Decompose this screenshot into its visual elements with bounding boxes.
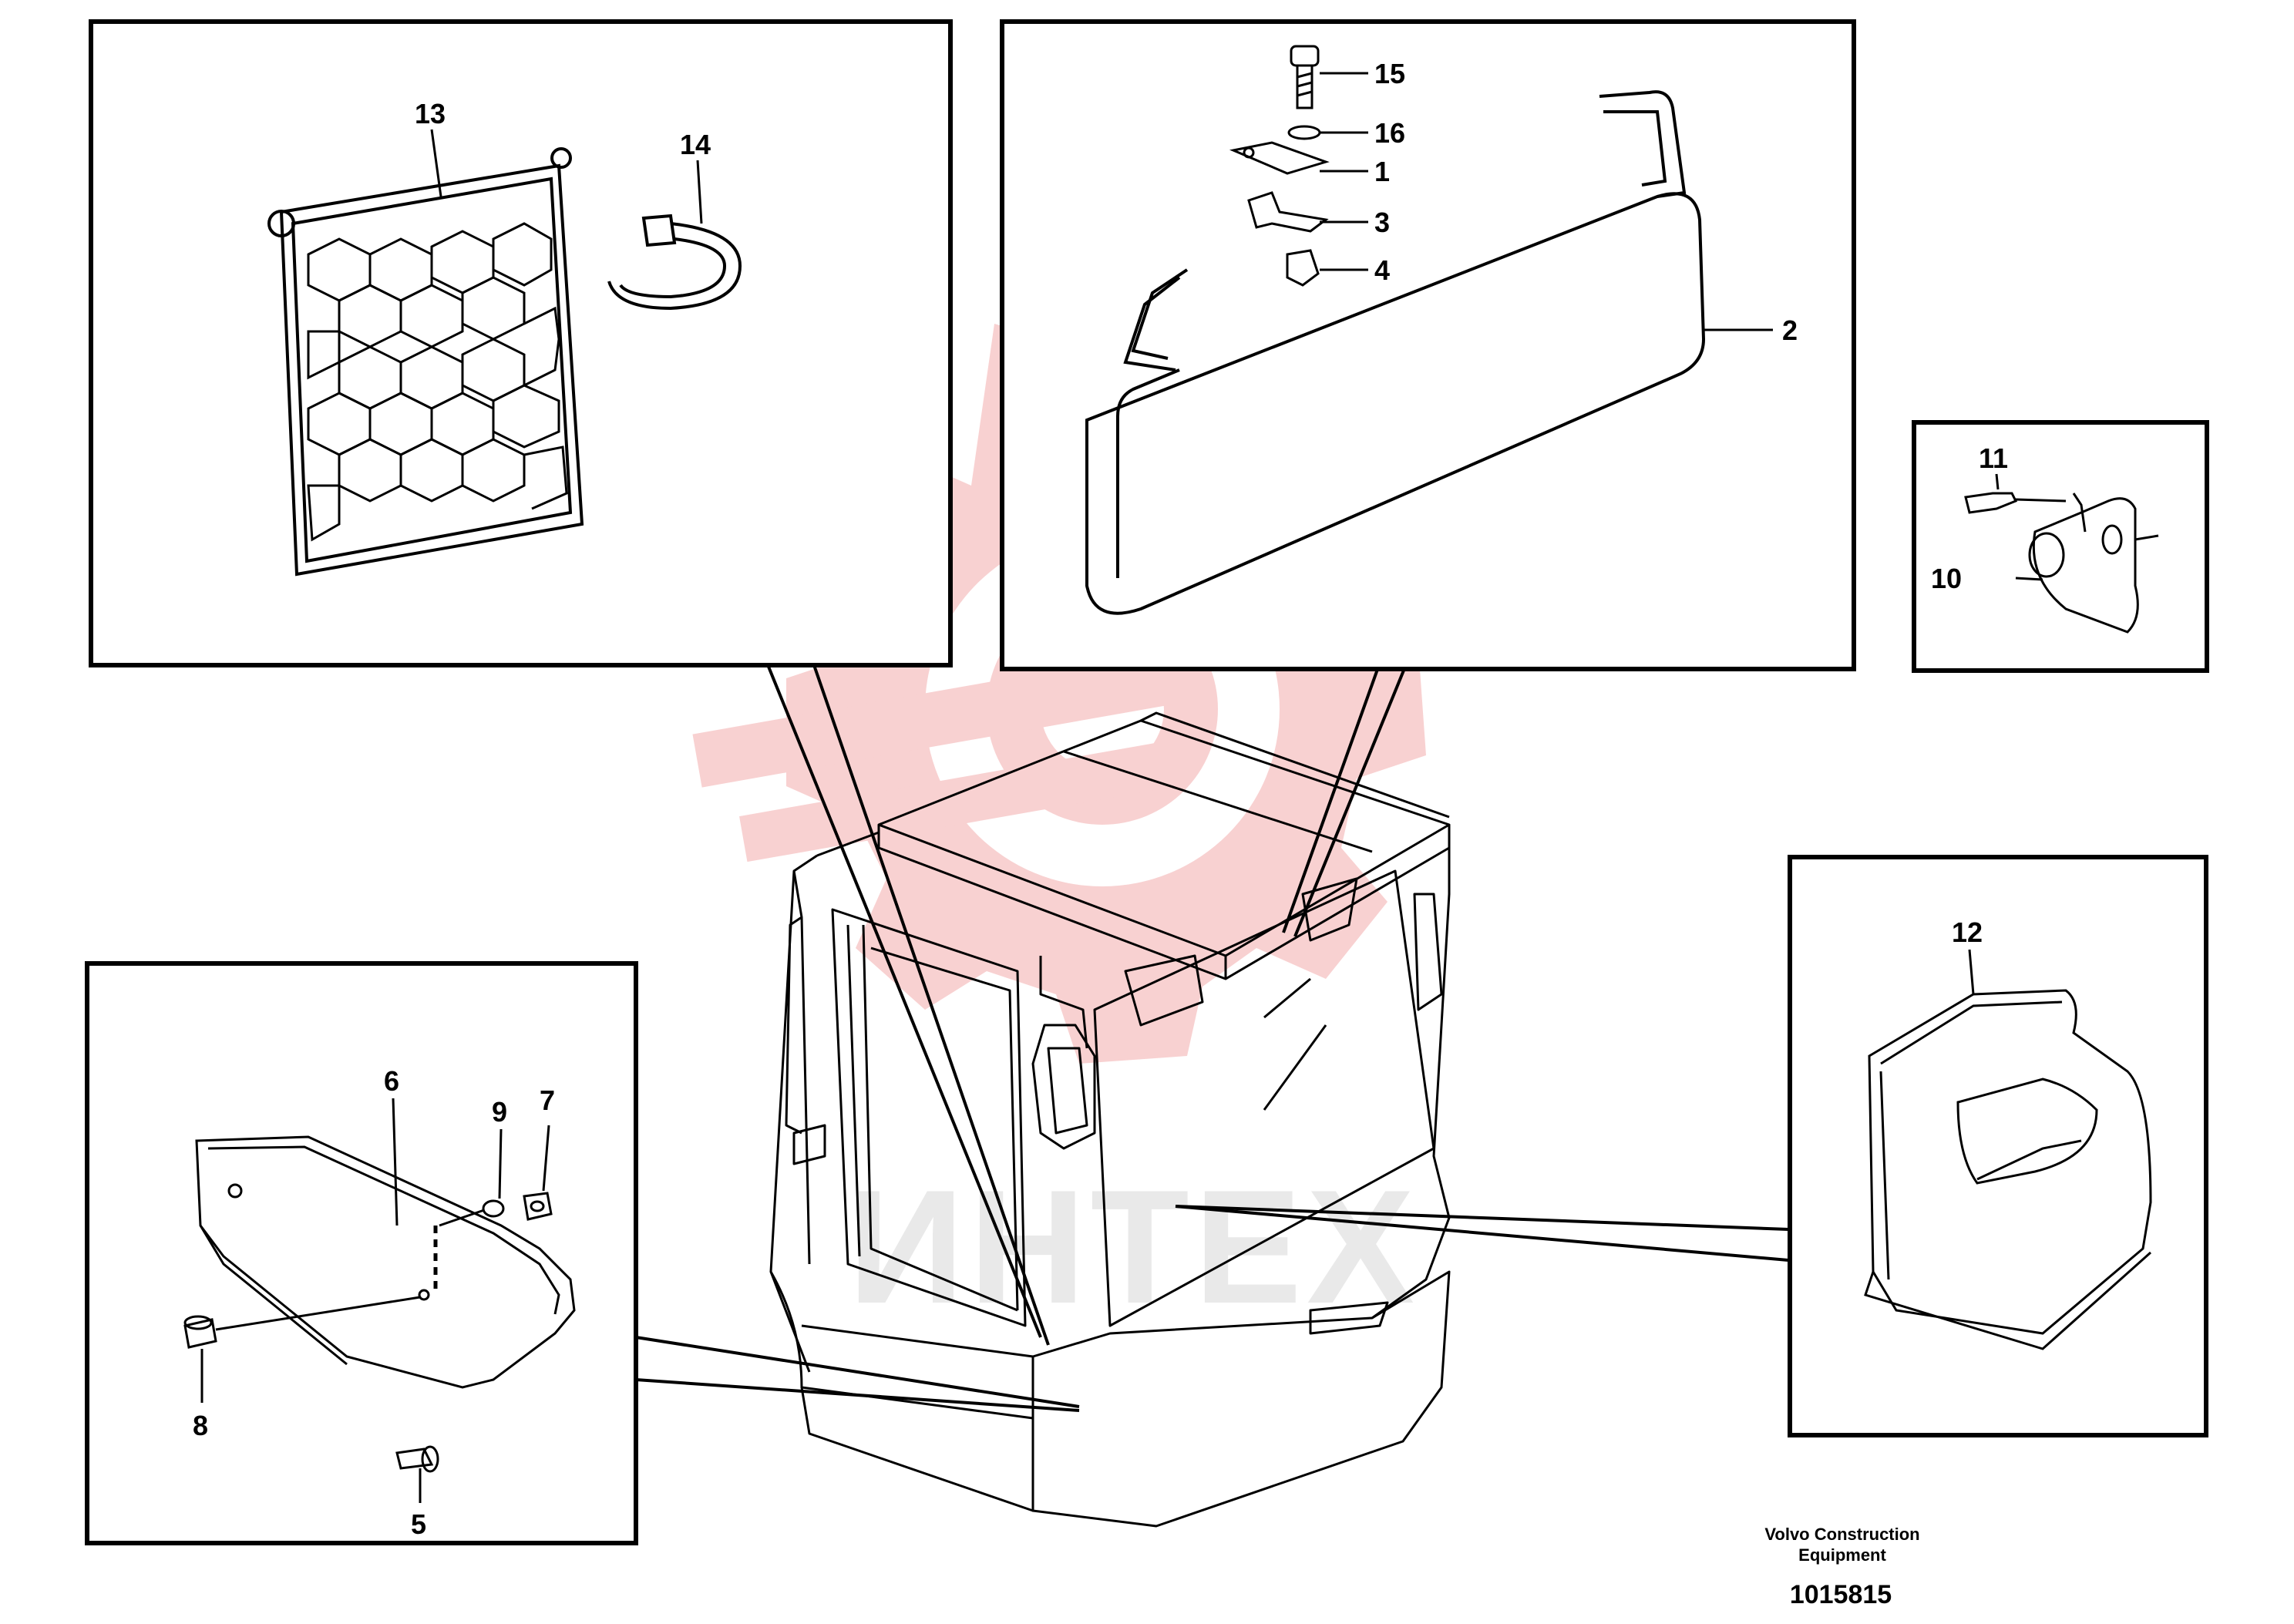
sun-visor-drawing [1085, 90, 1706, 615]
storage-net-drawing [267, 147, 584, 577]
callout-2: 2 [1782, 314, 1798, 346]
storage-tray-drawing [183, 1135, 576, 1473]
callout-13: 13 [415, 98, 446, 129]
callout-9: 9 [492, 1096, 507, 1128]
fastener-stack-drawing [1229, 45, 1330, 287]
callout-11: 11 [1979, 442, 2008, 474]
callout-10: 10 [1931, 563, 1962, 594]
callout-7: 7 [540, 1084, 555, 1116]
callout-1: 1 [1374, 156, 1390, 187]
leader-lines [635, 662, 1789, 1412]
callout-8: 8 [193, 1410, 208, 1441]
box-coat-hook: 11 10 [1912, 420, 2209, 673]
footer: Volvo Construction Equipment 1015815 [1764, 1525, 1919, 1609]
box-storage-tray: 6 9 7 8 5 [85, 961, 638, 1545]
callout-3: 3 [1374, 207, 1390, 238]
callout-5: 5 [411, 1508, 426, 1540]
callout-16: 16 [1374, 117, 1405, 149]
company-line-1: Volvo Construction [1764, 1525, 1919, 1544]
callout-6: 6 [384, 1065, 399, 1097]
callout-14: 14 [680, 129, 711, 160]
cab-illustration [769, 711, 1451, 1528]
cable-tie-drawing [607, 214, 742, 311]
callout-12: 12 [1952, 916, 1983, 948]
box-sun-visor: 15 16 1 3 4 2 [1000, 19, 1856, 671]
document-number: 1015815 [1790, 1580, 1892, 1609]
watermark-text: ИНТЕХ [848, 1156, 1419, 1337]
box-storage-compartment: 12 [1788, 855, 2208, 1437]
callout-4: 4 [1374, 254, 1390, 286]
callout-15: 15 [1374, 58, 1405, 89]
storage-compartment-drawing [1864, 989, 2152, 1350]
coat-hook-drawing [1964, 492, 2159, 634]
company-line-2: Equipment [1798, 1545, 1886, 1565]
box-net-strap: 13 14 [89, 19, 953, 667]
